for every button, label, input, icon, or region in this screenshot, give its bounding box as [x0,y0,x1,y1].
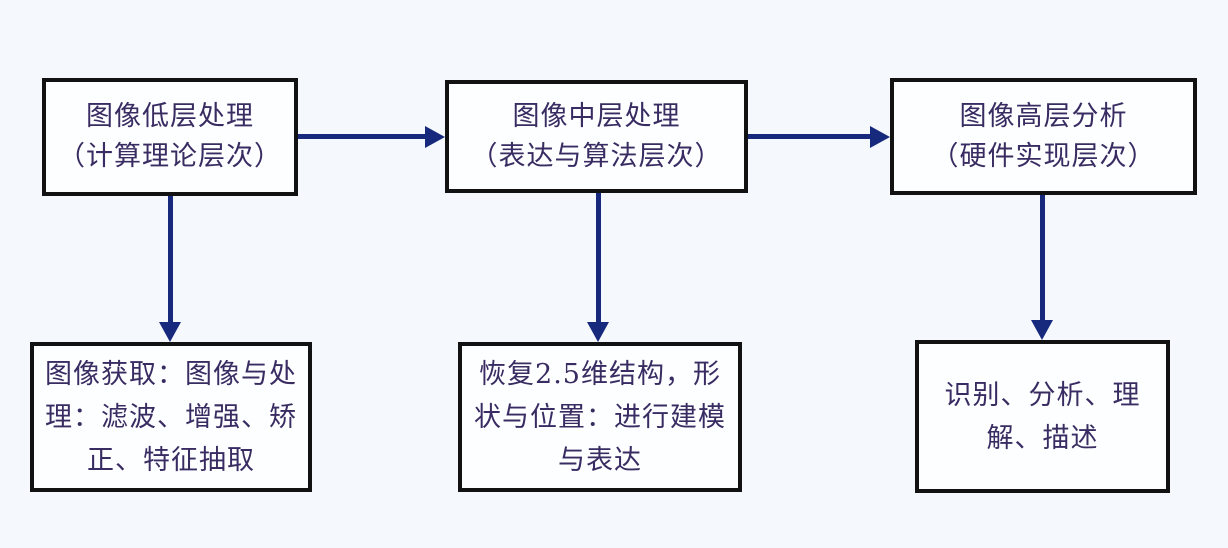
arrow-low-to-mid [298,134,425,139]
box-text-line: 解、描述 [986,422,1099,454]
box-subtitle: （计算理论层次） [58,141,282,172]
arrowhead-right-icon [870,126,890,148]
box-image-mid-level-processing: 图像中层处理 （表达与算法层次） [445,80,748,193]
box-image-high-level-analysis: 图像高层分析 （硬件实现层次） [890,78,1197,195]
arrow-mid-to-high [748,134,870,139]
arrow-low-to-acquisition [168,196,173,322]
box-title: 图像高层分析 [959,100,1128,132]
arrow-mid-to-recover [596,193,601,322]
arrowhead-down-icon [587,322,609,342]
box-title: 图像低层处理 [86,101,254,132]
arrowhead-down-icon [159,322,181,342]
box-text-line: 正、特征抽取 [87,444,255,476]
box-text-line: 与表达 [558,444,642,476]
box-image-acquisition: 图像获取：图像与处 理：滤波、增强、矫 正、特征抽取 [30,342,312,492]
box-subtitle: （硬件实现层次） [931,140,1156,172]
box-text-line: 图像获取：图像与处 [45,358,297,390]
arrowhead-down-icon [1031,320,1053,340]
box-text-line: 状与位置：进行建模 [474,401,726,433]
box-text-line: 理：滤波、增强、矫 [45,401,297,433]
box-recognition-description: 识别、分析、理 解、描述 [915,340,1170,493]
box-recover-structure: 恢复2.5维结构，形 状与位置：进行建模 与表达 [458,342,742,492]
box-text-line: 恢复2.5维结构，形 [479,358,721,390]
box-text-line: 识别、分析、理 [944,379,1141,411]
arrow-high-to-recognition [1040,195,1045,320]
box-title: 图像中层处理 [512,100,681,132]
arrowhead-right-icon [425,126,445,148]
box-subtitle: （表达与算法层次） [470,140,723,172]
box-image-low-level-processing: 图像低层处理 （计算理论层次） [42,78,298,196]
